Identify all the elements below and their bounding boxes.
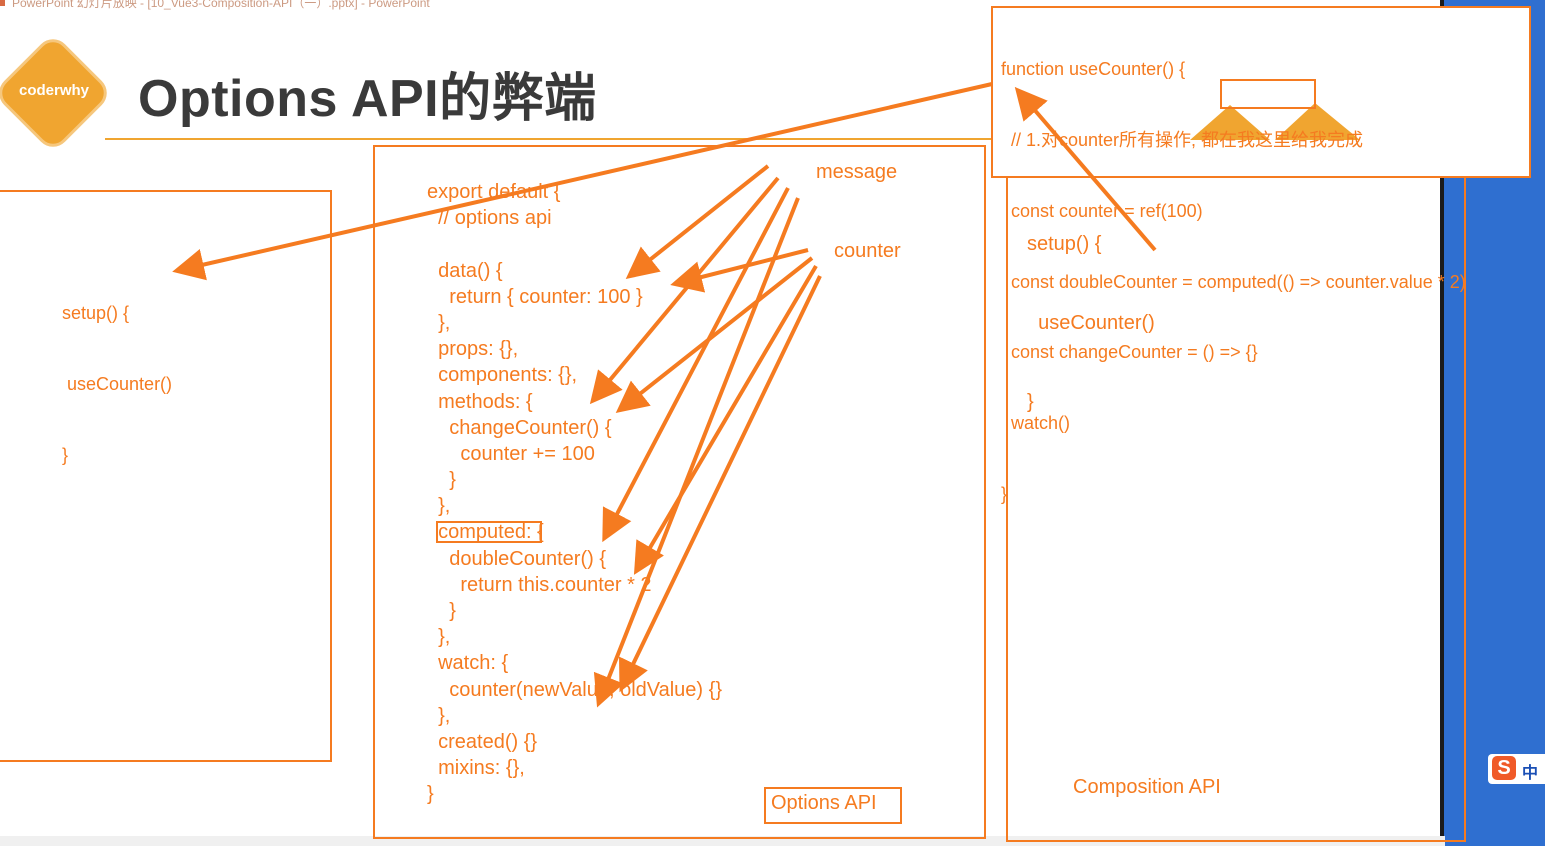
left-panel-code: setup() { useCounter() } bbox=[62, 255, 172, 491]
use-counter-box bbox=[991, 6, 1531, 178]
mountain-shape bbox=[1275, 103, 1360, 140]
arrow bbox=[1014, 86, 1157, 252]
code-line: methods: { bbox=[427, 390, 533, 413]
code-line: components: {}, bbox=[427, 364, 578, 387]
code-line: data() { bbox=[427, 259, 503, 282]
code-line: } bbox=[427, 783, 434, 806]
sogou-icon: S bbox=[1492, 756, 1516, 780]
window-titlebar: PowerPoint 幻灯片放映 - [10_Vue3-Composition-… bbox=[0, 0, 1445, 10]
code-line: // options api bbox=[427, 207, 552, 230]
arrow bbox=[602, 187, 790, 543]
code-line: }, bbox=[427, 495, 451, 518]
arrow bbox=[593, 197, 800, 708]
slide-edge bbox=[1440, 0, 1445, 846]
arrow bbox=[670, 248, 809, 293]
code-line: }, bbox=[427, 311, 451, 334]
use-counter-backdrop bbox=[991, 6, 1531, 178]
arrow bbox=[615, 256, 814, 413]
annotation-counter: counter bbox=[834, 240, 901, 262]
code-line: setup() { bbox=[62, 303, 130, 324]
code-line: } bbox=[1001, 483, 1008, 504]
code-line: } bbox=[427, 469, 456, 492]
code-line: created() {} bbox=[427, 730, 538, 753]
options-api-label: Options API bbox=[771, 792, 877, 814]
arrow bbox=[172, 82, 993, 281]
computed-highlight-box bbox=[1220, 79, 1316, 109]
code-line: return { counter: 100 } bbox=[427, 285, 643, 308]
code-line: }, bbox=[427, 704, 451, 727]
code-line: } bbox=[427, 600, 456, 622]
code-line: } bbox=[1027, 390, 1034, 413]
logo-text: coderwhy bbox=[18, 82, 90, 99]
window-title: PowerPoint 幻灯片放映 - [10_Vue3-Composition-… bbox=[12, 0, 430, 10]
code-line: // 1.对counter所有操作, 都在我这里给我完成 bbox=[1001, 129, 1364, 150]
code-line: const changeCounter = () => {} bbox=[1001, 342, 1258, 363]
arrow bbox=[589, 176, 780, 405]
ime-mode: 中 bbox=[1522, 765, 1539, 782]
code-line: useCounter() bbox=[1027, 312, 1155, 334]
code-line: }, bbox=[427, 626, 451, 649]
code-line: const doubleCounter = computed(() => cou… bbox=[1001, 271, 1466, 292]
arrow bbox=[633, 264, 818, 575]
code-line: props: {}, bbox=[427, 338, 519, 361]
options-api-label-box bbox=[764, 787, 902, 824]
code-line: mixins: {}, bbox=[427, 757, 525, 780]
code-line: changeCounter() { bbox=[427, 416, 612, 439]
annotation-message: message bbox=[816, 161, 898, 183]
status-bar bbox=[0, 836, 1445, 846]
options-api-panel bbox=[373, 145, 986, 839]
code-line: setup() { bbox=[1027, 233, 1102, 256]
ime-indicator[interactable]: S 中 bbox=[1488, 754, 1545, 784]
composition-setup-code: setup() { useCounter() } bbox=[1027, 179, 1155, 441]
code-line: watch() bbox=[1001, 413, 1071, 434]
code-line: function useCounter() { bbox=[1001, 59, 1186, 80]
code-line: counter += 100 bbox=[427, 442, 595, 465]
options-api-code: export default { // options api data() {… bbox=[427, 179, 722, 808]
composition-api-label: Composition API bbox=[1073, 776, 1221, 798]
left-panel-box bbox=[0, 190, 332, 762]
mountain-shapes bbox=[1190, 103, 1360, 140]
code-line: } bbox=[62, 444, 69, 465]
code-line: useCounter() bbox=[62, 373, 173, 394]
code-line: const counter = ref(100) bbox=[1001, 200, 1203, 221]
arrow bbox=[625, 164, 770, 279]
code-line: watch: { bbox=[427, 652, 509, 675]
powerpoint-icon bbox=[0, 0, 5, 6]
computed-highlight-box bbox=[436, 521, 542, 543]
mountain-shape bbox=[1190, 105, 1270, 140]
use-counter-code: function useCounter() { // 1.对counter所有操… bbox=[1001, 11, 1466, 530]
arrow bbox=[618, 275, 822, 693]
code-line: doubleCounter() { bbox=[427, 547, 606, 570]
title-divider bbox=[105, 138, 1443, 140]
slide-title: Options API的弊端 bbox=[138, 70, 597, 128]
